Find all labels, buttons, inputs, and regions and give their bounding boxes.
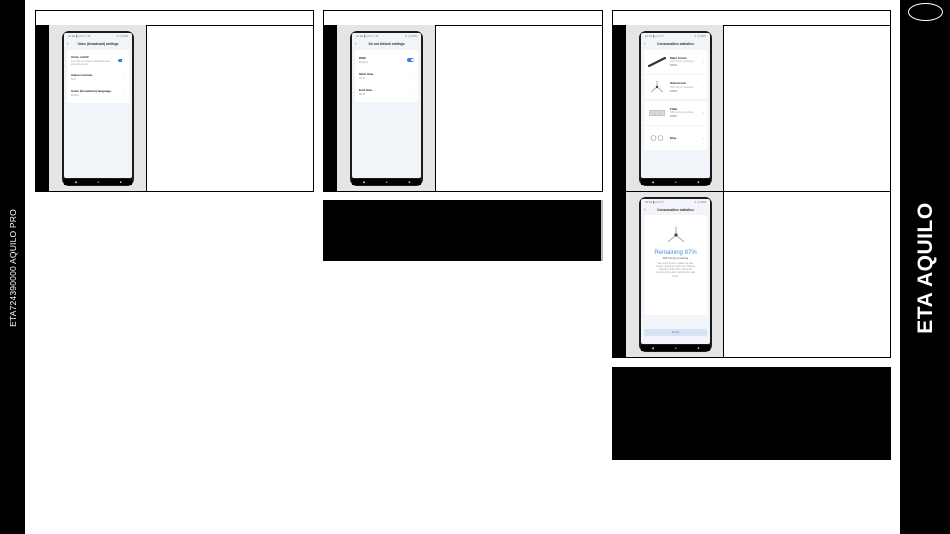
- nav-recent-icon[interactable]: ■: [697, 346, 700, 350]
- nav-bar: ◀ ● ■: [641, 179, 710, 185]
- language-oval: [908, 3, 943, 21]
- replacement-description: We recommend to replace the side brush r…: [656, 262, 695, 278]
- back-arrow-icon[interactable]: ‹: [644, 41, 646, 46]
- status-bar: 16:02 ◧ ● G ✦ ✉ ✦ ◫ 90%: [68, 34, 128, 38]
- nav-home-icon[interactable]: ●: [674, 180, 677, 184]
- settings-card: Voice on/off Turn this on to hear notifi…: [67, 50, 129, 103]
- panel-header: [613, 11, 890, 26]
- chevron-right-icon: ›: [702, 84, 704, 90]
- end-time-row[interactable]: End time 08:00 ›: [359, 88, 414, 96]
- screen-title: Consumables statistics: [657, 207, 694, 212]
- phone-voice: 16:02 ◧ ● G ✦ ✉ ✦ ◫ 90% ‹ Voice (broadca…: [62, 31, 134, 186]
- nav-bar: ◀ ● ■: [641, 345, 710, 351]
- chevron-right-icon: ›: [412, 73, 414, 79]
- back-arrow-icon[interactable]: ‹: [355, 41, 357, 46]
- settings-card: DND Enabled Start time 22:00 › End time …: [355, 50, 418, 102]
- nav-back-icon[interactable]: ◀: [651, 180, 654, 184]
- phone-screen: 16:02 ◧ ● G ✦ ✉ ✦ ◫ 90% ‹ Voice (broadca…: [64, 33, 132, 178]
- chevron-right-icon: ›: [123, 90, 125, 96]
- nav-back-icon[interactable]: ◀: [74, 180, 77, 184]
- phone-screen: 16:02 ◧ ● G ✦ ✦ ◫ 90% ‹ Consumables stat…: [641, 33, 710, 178]
- status-bar: 16:02 ◧ ● G ✦ ✦ ◫ 90%: [645, 34, 706, 38]
- main-brush-card[interactable]: Main brush 300 hour(s) remaining 100% ›: [644, 49, 707, 74]
- title-bar: ‹ Consumables statistics: [641, 205, 710, 214]
- chevron-right-icon: ›: [702, 110, 704, 115]
- nav-back-icon[interactable]: ◀: [651, 346, 654, 350]
- side-brush-icon: [647, 80, 667, 94]
- remaining-percent: Remaining 87%: [654, 250, 697, 256]
- language-row[interactable]: Voice (broadcast) language English ›: [71, 88, 125, 97]
- back-arrow-icon[interactable]: ‹: [644, 207, 646, 212]
- model-label: ETA724390000 AQUILO PRO: [8, 209, 18, 327]
- nav-bar: ◀ ● ■: [64, 179, 132, 185]
- panel-header: [36, 11, 313, 26]
- side-brush-card[interactable]: Side brush 200 hour(s) remaining 100% ›: [644, 75, 707, 99]
- back-arrow-icon[interactable]: ‹: [67, 41, 69, 46]
- phone-consumables: 16:02 ◧ ● G ✦ ✦ ◫ 90% ‹ Consumables stat…: [639, 31, 712, 186]
- nav-recent-icon[interactable]: ■: [119, 180, 122, 184]
- nav-home-icon[interactable]: ●: [385, 180, 388, 184]
- detail-card: Remaining 87% 180 hour(s) remaining We r…: [644, 215, 707, 315]
- left-sidebar: ETA724390000 AQUILO PRO: [0, 0, 25, 534]
- nav-home-icon[interactable]: ●: [674, 346, 677, 350]
- row-divider: [613, 191, 890, 192]
- filter-card[interactable]: Filter 150 hour(s) remaining 100% ›: [644, 100, 707, 125]
- main-brush-icon: [647, 55, 667, 69]
- title-bar: ‹ Voice (broadcast) settings: [64, 39, 132, 48]
- title-bar: ‹ Do not disturb settings: [352, 39, 421, 48]
- filter-icon: [647, 106, 667, 120]
- mop-card[interactable]: Mop ›: [644, 126, 707, 150]
- start-time-row[interactable]: Start time 22:00 ›: [359, 72, 414, 80]
- note-box: [323, 200, 603, 261]
- reset-button[interactable]: Reset: [644, 329, 707, 336]
- note-box: [612, 367, 891, 460]
- step-number-cell: [613, 25, 626, 191]
- screen-title: Do not disturb settings: [368, 41, 405, 46]
- chevron-right-icon: ›: [702, 59, 704, 64]
- nav-recent-icon[interactable]: ■: [697, 180, 700, 184]
- step-number-cell: [613, 192, 626, 357]
- voice-toggle-row[interactable]: Voice on/off Turn this on to hear notifi…: [70, 52, 126, 69]
- side-brush-large-icon: [644, 227, 707, 248]
- dnd-toggle-row[interactable]: DND Enabled: [358, 52, 415, 68]
- status-bar: 16:02 ◧ ● G ✦ ✦ ◫ 90%: [645, 200, 706, 204]
- screen-title: Consumables statistics: [657, 41, 694, 46]
- dnd-toggle[interactable]: [407, 58, 414, 62]
- brand-title: ETA AQUILO: [914, 202, 937, 334]
- voice-toggle[interactable]: [118, 58, 125, 63]
- chevron-right-icon: ›: [412, 89, 414, 95]
- chevron-right-icon: ›: [123, 74, 125, 80]
- phone-dnd: 16:02 ◧ ● G ✦ ✉ ✦ ◫ 90% ‹ Do not disturb…: [350, 31, 423, 186]
- volume-row[interactable]: Adjust volume 50% ›: [71, 72, 125, 81]
- nav-bar: ◀ ● ■: [352, 179, 421, 185]
- nav-back-icon[interactable]: ◀: [362, 180, 365, 184]
- step-number-cell: [324, 25, 337, 191]
- phone-screen: 16:02 ◧ ● G ✦ ✉ ✦ ◫ 90% ‹ Do not disturb…: [352, 33, 421, 178]
- title-bar: ‹ Consumables statistics: [641, 39, 710, 48]
- panel-header: [324, 11, 602, 26]
- nav-home-icon[interactable]: ●: [97, 180, 100, 184]
- phone-screen: 16:02 ◧ ● G ✦ ✦ ◫ 90% ‹ Consumables stat…: [641, 199, 710, 344]
- mop-icon: [647, 131, 667, 145]
- step-number-cell: [36, 25, 49, 191]
- chevron-right-icon: ›: [702, 135, 704, 141]
- phone-side-brush-detail: 16:02 ◧ ● G ✦ ✦ ◫ 90% ‹ Consumables stat…: [639, 197, 712, 352]
- remaining-hours: 180 hour(s) remaining: [662, 256, 689, 260]
- right-sidebar: [900, 0, 950, 534]
- status-bar: 16:02 ◧ ● G ✦ ✉ ✦ ◫ 90%: [356, 34, 417, 38]
- nav-recent-icon[interactable]: ■: [408, 180, 411, 184]
- screen-title: Voice (broadcast) settings: [77, 41, 119, 46]
